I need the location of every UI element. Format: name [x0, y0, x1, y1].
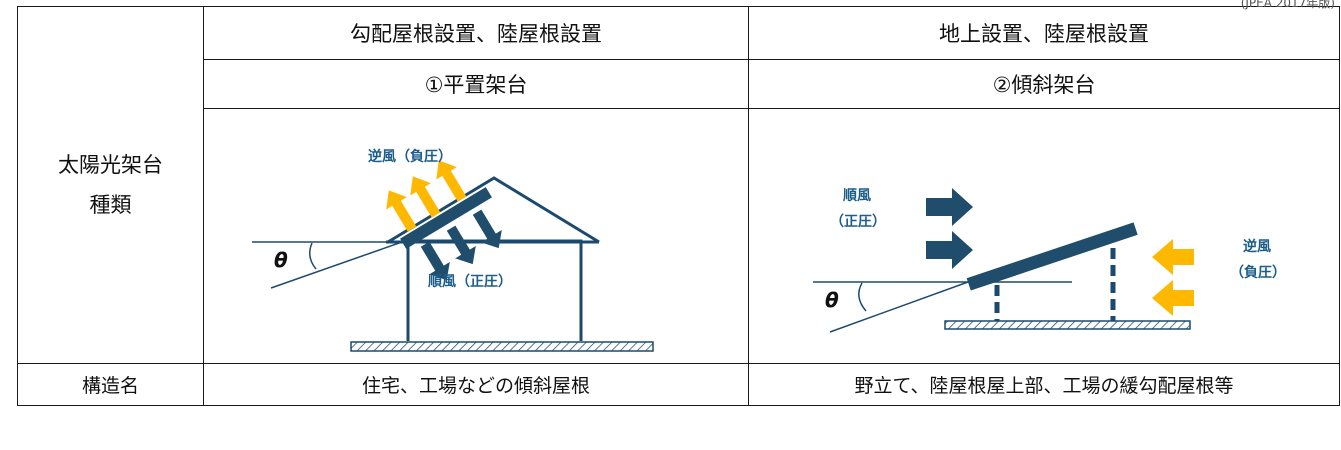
header-col2: 地上設置、陸屋根設置 — [748, 6, 1340, 60]
reverse-wind-arrows — [1152, 239, 1194, 316]
subheader-col1: ①平置架台 — [203, 59, 749, 109]
angle-slope — [829, 281, 969, 333]
ground-hatch — [350, 341, 654, 352]
solar-panel — [400, 187, 492, 249]
structure-col2: 野立て、陸屋根屋上部、工場の緩勾配屋根等 — [748, 363, 1340, 406]
diagram-cell-tilted: θ — [748, 108, 1340, 364]
diagram-cell-flat: θ — [203, 108, 749, 364]
subheader-col2: ②傾斜架台 — [748, 59, 1340, 109]
forward-wind-arrows — [926, 188, 973, 269]
angle-arc — [858, 282, 867, 312]
reverse-wind-label-2: （負圧） — [1230, 264, 1286, 281]
forward-wind-arrows — [420, 209, 502, 281]
reverse-wind-label-1: 逆風 — [1243, 238, 1271, 255]
header-col1: 勾配屋根設置、陸屋根設置 — [203, 6, 749, 60]
angle-arc — [309, 242, 317, 270]
theta-label: θ — [274, 248, 288, 272]
angle-slope — [270, 241, 403, 289]
forward-wind-label-1: 順風 — [843, 188, 871, 204]
forward-wind-label: 順風（正圧） — [428, 274, 512, 290]
structure-label: 構造名 — [17, 363, 204, 406]
theta-label: θ — [825, 288, 839, 312]
row-header-line2: 種類 — [89, 193, 132, 217]
solar-panel — [966, 222, 1138, 291]
ground-hatch — [944, 320, 1191, 330]
reverse-wind-label: 逆風（負圧） — [368, 148, 452, 165]
row-header-type: 太陽光架台 種類 — [17, 6, 204, 364]
flat-mount-diagram: θ — [252, 148, 654, 352]
structure-table: (JPEA 2017年版) 太陽光架台 種類 勾配屋根設置、陸屋根設置 地上設置… — [17, 0, 1340, 450]
row-header-line1: 太陽光架台 — [58, 153, 163, 177]
tilted-mount-diagram: θ — [813, 188, 1286, 333]
forward-wind-label-2: （正圧） — [830, 214, 886, 230]
reverse-wind-arrows — [386, 160, 467, 232]
structure-col1: 住宅、工場などの傾斜屋根 — [203, 363, 749, 406]
source-note: (JPEA 2017年版) — [1240, 0, 1335, 10]
house-roof — [387, 176, 600, 244]
